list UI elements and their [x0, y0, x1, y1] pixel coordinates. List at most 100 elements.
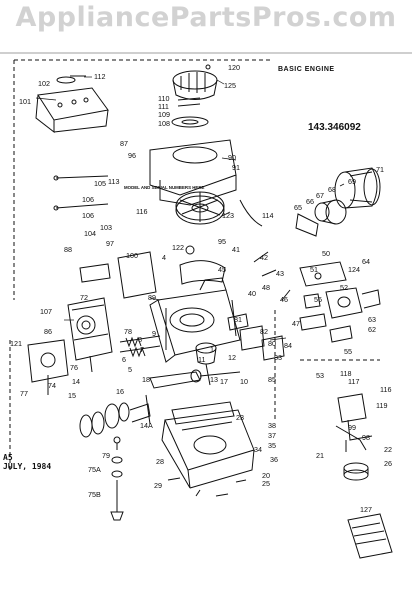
- part-label: 41: [232, 245, 240, 254]
- watermark-logo: AppliancePartsPros.com: [15, 2, 397, 33]
- leader-lines: [35, 76, 345, 341]
- part-label: 110: [158, 94, 169, 103]
- part-muffler: [35, 87, 109, 134]
- part-cylinder-head: [67, 297, 113, 361]
- part-lever: [335, 425, 367, 451]
- part-label: 121: [10, 339, 22, 348]
- part-label: 25: [262, 479, 270, 488]
- part-label: 88: [64, 245, 72, 254]
- part-label: 95: [218, 237, 226, 246]
- part-label: 71: [376, 165, 384, 174]
- part-label: 36: [270, 455, 278, 464]
- part-label: 81: [234, 315, 242, 324]
- part-cap: [56, 75, 86, 84]
- part-label: 14A: [140, 421, 153, 430]
- part-label: 80: [268, 339, 276, 348]
- part-label: 102: [38, 79, 50, 88]
- revision-code: A5: [3, 453, 13, 462]
- model-number: 143.346092: [308, 122, 361, 133]
- part-label: 75A: [88, 465, 101, 474]
- part-label: 43: [276, 269, 284, 278]
- part-label: 4: [162, 253, 166, 262]
- part-label: 16: [116, 387, 124, 396]
- part-label: 89: [148, 293, 156, 302]
- part-spark-wire: [239, 199, 263, 227]
- part-label: 97: [106, 239, 114, 248]
- part-label: 122: [172, 243, 184, 252]
- part-label: 79: [102, 451, 110, 460]
- part-carb-linkage: [299, 261, 347, 287]
- part-label: 109: [158, 110, 170, 119]
- part-label: 7: [140, 345, 144, 354]
- part-label: 123: [222, 211, 234, 220]
- part-label: 14: [72, 377, 80, 386]
- part-label: 78: [124, 327, 132, 336]
- part-cylinder-block: [149, 277, 241, 363]
- part-label: 100: [126, 251, 138, 260]
- part-label: 11: [198, 355, 205, 364]
- part-label: 68: [328, 185, 336, 194]
- part-crankshaft: [149, 369, 241, 389]
- part-label: 65: [294, 203, 302, 212]
- part-label: 56: [314, 295, 322, 304]
- part-label: 5: [128, 365, 132, 374]
- part-bracket: [79, 263, 111, 283]
- part-label: 52: [340, 283, 348, 292]
- part-label: 91: [232, 163, 240, 172]
- part-label: 20: [262, 471, 270, 480]
- part-label: 117: [348, 377, 359, 386]
- part-label: 13: [210, 375, 218, 384]
- part-label: 38: [268, 421, 276, 430]
- part-governor: [179, 245, 226, 285]
- part-screws: [47, 175, 347, 497]
- part-label: 9: [152, 329, 156, 338]
- part-valve-springs: [119, 335, 161, 358]
- part-cleaner-base: [295, 213, 319, 237]
- part-label: 48: [262, 283, 270, 292]
- part-seal-rings: [79, 402, 151, 438]
- part-starter-cup: [172, 64, 218, 100]
- part-label: 45: [218, 265, 226, 274]
- part-label: 99: [348, 423, 356, 432]
- part-label: 75B: [88, 490, 101, 499]
- part-piston: [195, 342, 217, 386]
- part-label: 47: [292, 319, 300, 328]
- part-label: 85: [268, 375, 276, 384]
- part-label: 125: [224, 81, 236, 90]
- part-label: 1: [210, 345, 214, 354]
- part-label: 103: [100, 223, 112, 232]
- part-label: 46: [280, 295, 288, 304]
- part-label: 120: [228, 63, 240, 72]
- part-label: 29: [154, 481, 162, 490]
- dashed-border: [9, 59, 272, 470]
- part-label: 10: [240, 377, 248, 386]
- part-label: 116: [136, 207, 147, 216]
- part-throttle: [329, 325, 353, 343]
- part-label: 83: [274, 353, 282, 362]
- part-label: 50: [322, 249, 330, 258]
- part-label: 66: [306, 197, 314, 206]
- part-filter-element: [314, 199, 347, 225]
- part-washers: [171, 97, 209, 128]
- part-label: 67: [316, 191, 324, 200]
- part-label: 74: [48, 381, 56, 390]
- part-label: 18: [142, 375, 150, 384]
- part-label: 64: [362, 257, 370, 266]
- part-label: 96: [128, 151, 136, 160]
- part-label: 51: [310, 265, 318, 274]
- part-label: 101: [19, 97, 31, 106]
- part-label: 69: [348, 177, 356, 186]
- part-label: 17: [220, 377, 228, 386]
- part-label: 119: [376, 401, 387, 410]
- model-serial-stamp: MODEL AND SERIAL NUMBERS HERE: [124, 185, 204, 190]
- part-head-gasket: [27, 339, 69, 383]
- part-label: 6: [122, 355, 126, 364]
- part-label: 15: [68, 391, 76, 400]
- part-label: 84: [284, 341, 292, 350]
- part-label: 35: [268, 441, 276, 450]
- part-label: 98: [362, 433, 370, 442]
- part-label: 106: [82, 195, 94, 204]
- part-label: 28: [156, 457, 164, 466]
- part-flywheel-housing: [149, 139, 237, 206]
